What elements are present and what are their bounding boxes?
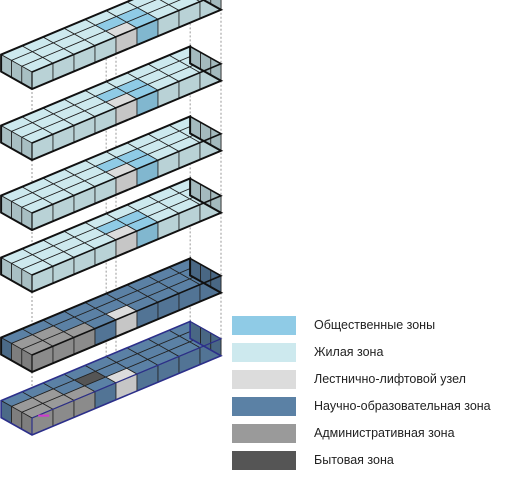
- floor-slab-4: [0, 114, 224, 232]
- legend-swatch-residential: [232, 343, 296, 362]
- legend-swatch-core: [232, 370, 296, 389]
- legend-label-admin: Административная зона: [314, 426, 455, 440]
- floor-slab-3: [0, 176, 224, 294]
- floor-top-edge: [31, 177, 223, 276]
- legend: Общественные зоны Жилая зона Лестнично-л…: [232, 313, 512, 475]
- legend-label-utility: Бытовая зона: [314, 453, 394, 467]
- legend-label-research: Научно-образовательная зона: [314, 399, 491, 413]
- floor-slab-5: [0, 44, 224, 162]
- floor-top-edge: [31, 45, 223, 144]
- floor-top-edge: [31, 320, 223, 419]
- floor-cell: [136, 0, 170, 14]
- legend-item-residential: Жилая зона: [232, 340, 512, 367]
- legend-label-residential: Жилая зона: [314, 345, 384, 359]
- legend-item-core: Лестнично-лифтовой узел: [232, 367, 512, 394]
- floor-outline: [0, 0, 224, 91]
- floor-cell: [159, 0, 181, 6]
- legend-swatch-research: [232, 397, 296, 416]
- floor-side-face: [202, 0, 212, 5]
- legend-swatch-admin: [232, 424, 296, 443]
- floor-slab-2: [0, 256, 224, 374]
- floor-top-edge: [31, 115, 223, 214]
- floor-slab-1: [0, 320, 223, 436]
- legend-item-public: Общественные зоны: [232, 313, 512, 340]
- floor-top-edge: [31, 0, 206, 73]
- legend-label-core: Лестнично-лифтовой узел: [314, 372, 466, 386]
- legend-swatch-public: [232, 316, 296, 335]
- legend-swatch-utility: [232, 451, 296, 470]
- floor-top-edge: [31, 257, 223, 356]
- legend-item-utility: Бытовая зона: [232, 448, 512, 475]
- floor-cell: [126, 0, 157, 9]
- legend-label-public: Общественные зоны: [314, 318, 436, 332]
- legend-item-admin: Административная зона: [232, 421, 512, 448]
- legend-item-research: Научно-образовательная зона: [232, 394, 512, 421]
- floor-slab-6: [0, 0, 224, 91]
